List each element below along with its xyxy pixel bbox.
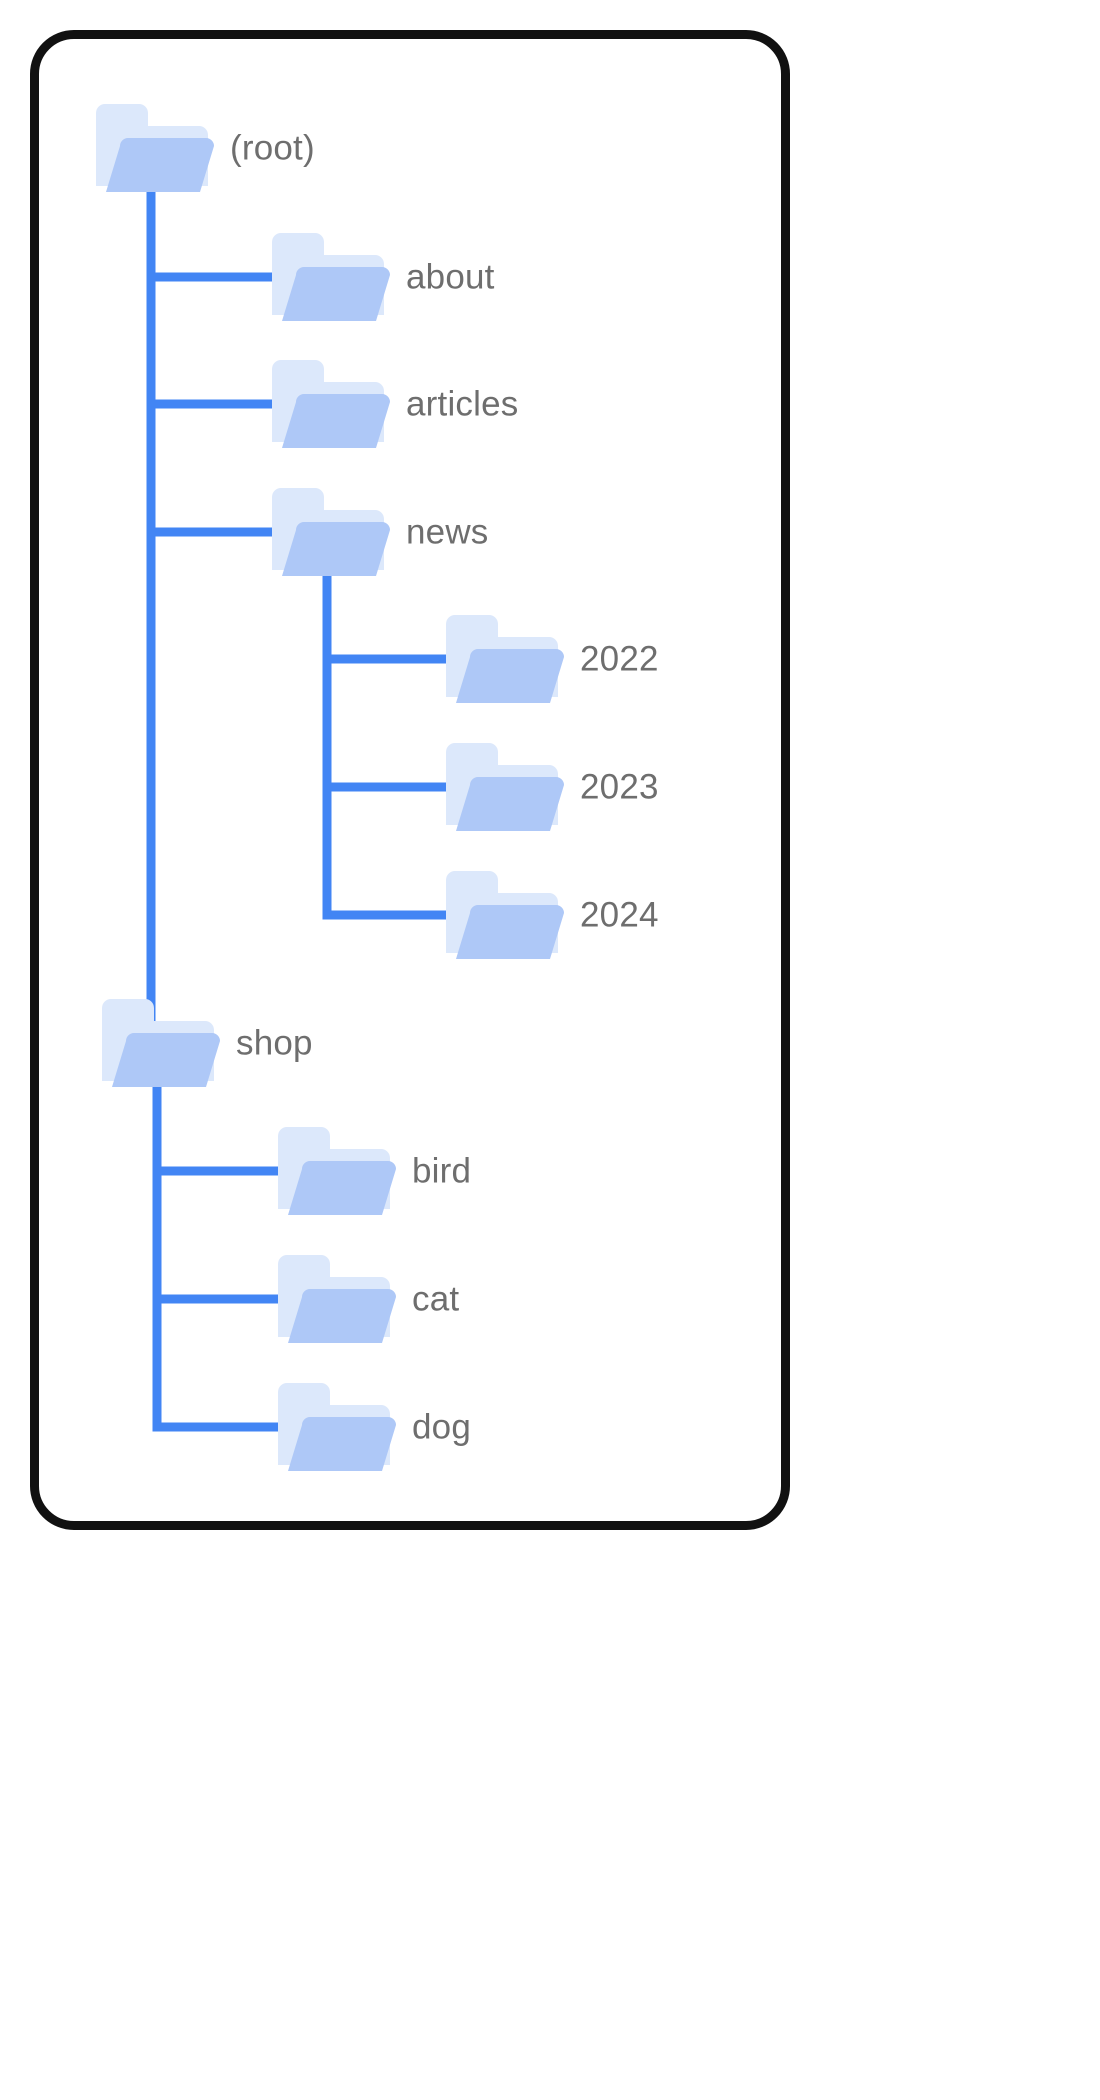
folder-label-root[interactable]: (root): [230, 128, 315, 168]
folder-label-dog[interactable]: dog: [412, 1407, 471, 1447]
folder-label-y2024[interactable]: 2024: [580, 895, 659, 935]
folder-label-y2022[interactable]: 2022: [580, 639, 659, 679]
folder-label-articles[interactable]: articles: [406, 384, 519, 424]
folder-label-news[interactable]: news: [406, 512, 489, 552]
folder-label-bird[interactable]: bird: [412, 1151, 472, 1191]
folder-label-cat[interactable]: cat: [412, 1279, 460, 1319]
folder-label-about[interactable]: about: [406, 257, 495, 297]
folder-label-y2023[interactable]: 2023: [580, 767, 659, 807]
folder-label-shop[interactable]: shop: [236, 1023, 313, 1063]
